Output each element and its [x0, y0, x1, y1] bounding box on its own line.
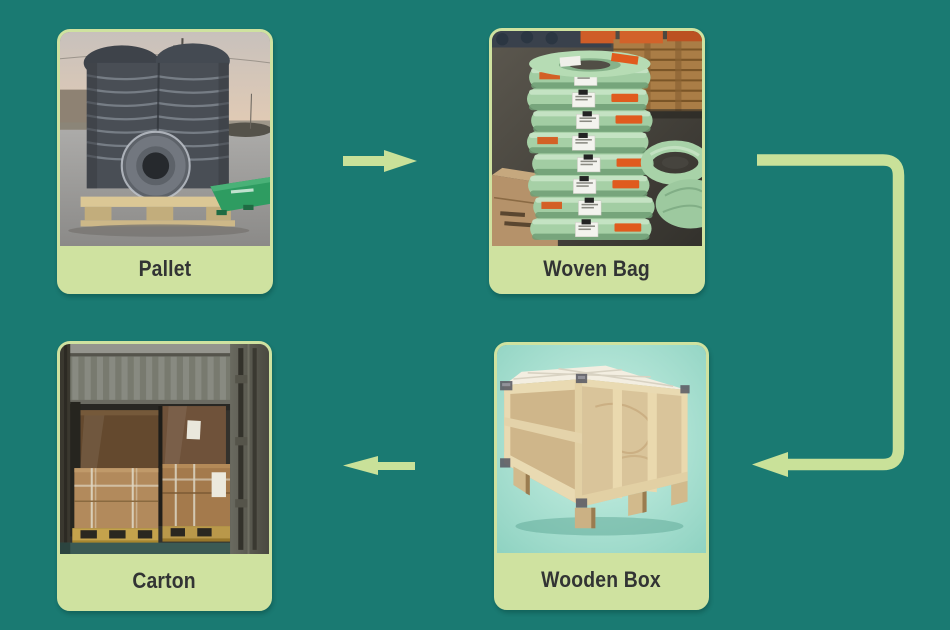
step-card-wooden-box: Wooden Box: [494, 342, 709, 610]
woven-bag-photo-illustration: [492, 31, 702, 246]
pallet-photo-illustration: [60, 32, 270, 246]
arrow-right-icon: [343, 150, 417, 172]
step-label-band: Carton: [60, 554, 269, 608]
carton-photo: [60, 344, 269, 554]
carton-photo-illustration: [60, 344, 269, 554]
step-card-woven-bag: Woven Bag: [489, 28, 705, 294]
pallet-photo: [60, 32, 270, 246]
wooden-box-photo: [497, 345, 706, 553]
step-label-carton: Carton: [132, 568, 197, 593]
woven-bag-photo: [492, 31, 702, 246]
step-label-band: Pallet: [60, 246, 270, 291]
step-label-woven-bag: Woven Bag: [543, 255, 651, 281]
step-label-wooden-box: Wooden Box: [541, 567, 662, 592]
step-label-band: Wooden Box: [497, 553, 706, 607]
step-card-pallet: Pallet: [57, 29, 273, 294]
step-card-carton: Carton: [57, 341, 272, 611]
step-label-pallet: Pallet: [138, 255, 192, 281]
arrow-elbow-icon: [752, 154, 905, 477]
wooden-box-photo-illustration: [497, 345, 706, 553]
arrow-left-icon: [343, 456, 415, 475]
step-label-band: Woven Bag: [492, 246, 702, 291]
